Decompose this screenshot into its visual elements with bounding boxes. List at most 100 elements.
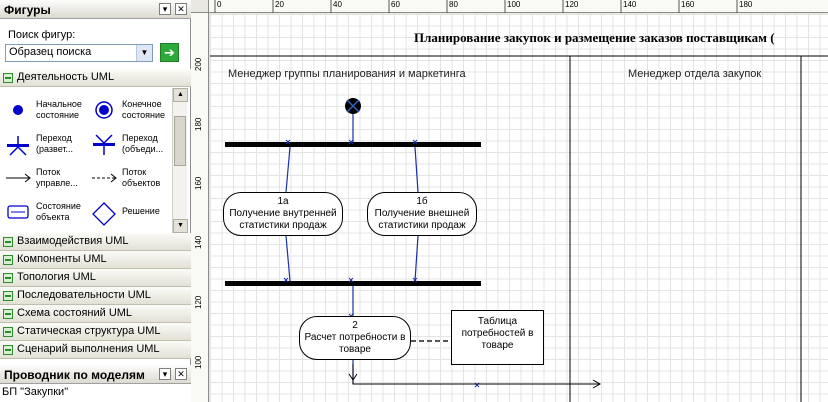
shape-transition-fork[interactable]: Переход (развет...: [0, 128, 86, 160]
search-input-text: Образец поиска: [9, 46, 92, 58]
ruler-label: 120: [565, 0, 579, 9]
ruler-label: 0: [217, 0, 222, 9]
decision-icon: [92, 202, 116, 226]
stencil-row[interactable]: Взаимодействия UML: [0, 233, 191, 251]
model-explorer-title: Проводник по моделям: [4, 368, 145, 382]
ruler-label: 140: [194, 235, 203, 249]
stencil-icon: [3, 73, 13, 83]
shapes-panel-header: Фигуры ▾ ✕: [0, 0, 191, 19]
shape-object-flow[interactable]: Поток объектов: [86, 162, 172, 194]
stencil-label: Сценарий выполнения UML: [17, 343, 160, 355]
ruler-label: 180: [194, 117, 203, 131]
ruler-label: 140: [623, 0, 637, 9]
stencil-icon: [3, 237, 13, 247]
ruler-label: 40: [333, 0, 342, 9]
object-node-needs-table[interactable]: Таблица потребностей в товаре: [451, 310, 544, 365]
stencil-label: Схема состояний UML: [17, 307, 133, 319]
shapes-list: Начальное состояние Конечное состояние П…: [0, 88, 172, 233]
stencil-label: Взаимодействия UML: [17, 235, 129, 247]
shape-initial-state[interactable]: Начальное состояние: [0, 94, 86, 126]
ruler-label: 180: [739, 0, 753, 9]
stencil-row[interactable]: Компоненты UML: [0, 251, 191, 269]
ruler-label: 160: [681, 0, 695, 9]
stencil-icon: [3, 273, 13, 283]
shape-label: Переход (объеди...: [122, 133, 164, 154]
shape-label: Состояние объекта: [36, 201, 81, 222]
ruler-label: 20: [275, 0, 284, 9]
stencil-label: Компоненты UML: [17, 253, 107, 265]
scroll-down-icon[interactable]: ▼: [173, 219, 188, 233]
ruler-top: 0 20 40 60 80 100 120 140 160 180: [191, 0, 828, 13]
search-label: Поиск фигур:: [8, 29, 76, 41]
ruler-label: 160: [194, 176, 203, 190]
activity-number: 1б: [416, 196, 428, 207]
shape-control-flow[interactable]: Поток управле...: [0, 162, 86, 194]
shape-label: Поток объектов: [122, 167, 161, 188]
stencil-activity-uml[interactable]: Деятельность UML: [0, 69, 191, 87]
search-go-button[interactable]: ➔: [160, 43, 179, 62]
lane-title-planning[interactable]: Менеджер группы планирования и маркетинг…: [228, 68, 466, 80]
ruler-label: 80: [449, 0, 458, 9]
ruler-label: 100: [194, 355, 203, 369]
stencil-label: Статическая структура UML: [17, 325, 161, 337]
activity-2[interactable]: 2 Расчет потребности в товаре: [299, 316, 411, 360]
shape-label: Конечное состояние: [122, 99, 166, 120]
stencil-label: Деятельность UML: [17, 71, 115, 83]
stencil-icon: [3, 327, 13, 337]
stencil-row[interactable]: Топология UML: [0, 269, 191, 287]
ruler-label: 200: [194, 57, 203, 71]
scroll-thumb[interactable]: [174, 116, 186, 166]
shape-label: Поток управле...: [36, 167, 78, 188]
activity-text: Расчет потребности в товаре: [304, 332, 406, 355]
activity-number: 2: [352, 320, 358, 331]
search-input[interactable]: Образец поиска ▼: [5, 44, 153, 62]
shape-decision[interactable]: Решение: [86, 196, 172, 228]
ruler-label: 60: [391, 0, 400, 9]
diagram-title[interactable]: Планирование закупок и размещение заказо…: [414, 30, 775, 45]
stencil-icon: [3, 255, 13, 265]
stencil-icon: [3, 345, 13, 355]
control-flow-icon: [6, 173, 31, 183]
lane-title-purchasing[interactable]: Менеджер отдела закупок: [628, 68, 762, 80]
stencil-row[interactable]: Последовательности UML: [0, 287, 191, 305]
close-icon[interactable]: ✕: [175, 3, 187, 15]
object-flow-icon: [92, 173, 117, 183]
stencil-label: Топология UML: [17, 271, 96, 283]
ruler-left: 200 180 160 140 120 100: [191, 13, 209, 402]
stencil-icon: [3, 291, 13, 301]
chevron-down-icon[interactable]: ▼: [136, 45, 152, 61]
shapes-panel-title: Фигуры: [4, 3, 51, 17]
scroll-up-icon[interactable]: ▲: [173, 88, 188, 102]
initial-node: [345, 98, 361, 114]
object-state-icon: [7, 205, 29, 219]
activity-number: 1а: [277, 196, 289, 207]
drawing-canvas[interactable]: Планирование закупок и размещение заказо…: [210, 14, 828, 402]
stencil-row[interactable]: Статическая структура UML: [0, 323, 191, 341]
shapes-scrollbar[interactable]: ▲ ▼: [172, 88, 188, 233]
shape-transition-join[interactable]: Переход (объеди...: [86, 128, 172, 160]
panel-menu-icon[interactable]: ▾: [159, 368, 171, 380]
shape-label: Переход (развет...: [36, 133, 74, 154]
shapes-panel: Фигуры ▾ ✕ Поиск фигур: Образец поиска ▼…: [0, 0, 191, 402]
ruler-label: 100: [507, 0, 521, 9]
shape-label: Решение: [122, 206, 160, 216]
ruler-top-ticks: [214, 0, 738, 13]
stencil-row[interactable]: Сценарий выполнения UML: [0, 341, 191, 359]
diagram-lines: [210, 55, 828, 402]
shape-object-state[interactable]: Состояние объекта: [0, 196, 86, 228]
shape-final-state[interactable]: Конечное состояние: [86, 94, 172, 126]
fork-bar: [225, 142, 481, 147]
close-icon[interactable]: ✕: [175, 368, 187, 380]
transition-fork-icon: [7, 136, 29, 156]
activity-text: Получение внутренней статистики продаж: [229, 208, 337, 231]
stencil-row[interactable]: Схема состояний UML: [0, 305, 191, 323]
stencil-label: Последовательности UML: [17, 289, 151, 301]
transition-join-icon: [93, 134, 115, 155]
model-explorer-item[interactable]: БП "Закупки": [0, 384, 191, 402]
activity-1b[interactable]: 1б Получение внешней статистики продаж: [367, 192, 477, 236]
model-explorer-header: Проводник по моделям ▾ ✕: [0, 365, 191, 384]
final-state-icon: [95, 101, 113, 119]
control-flow-out: [352, 364, 600, 385]
activity-1a[interactable]: 1а Получение внутренней статистики прода…: [223, 192, 343, 236]
panel-menu-icon[interactable]: ▾: [159, 3, 171, 15]
